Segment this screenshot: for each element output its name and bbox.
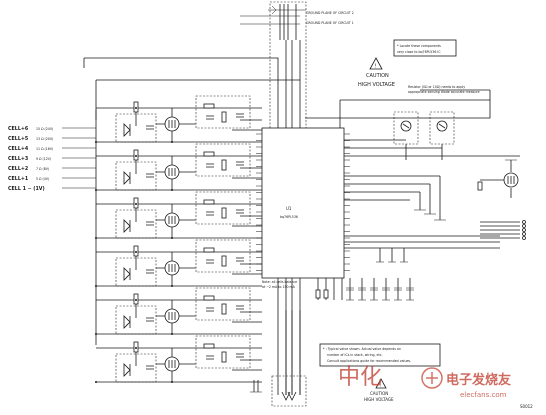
- connector-pin: [522, 224, 526, 228]
- main-ic: U1 bq76PL536: [256, 127, 350, 279]
- balance-stage: [95, 335, 262, 383]
- balance-note-line1: Note: all cells balance: [262, 280, 297, 284]
- caution-text: HIGH VOLTAGE: [364, 397, 394, 402]
- ground-plane-bottom: [250, 375, 307, 407]
- cell-value: 9 Ω (12V): [36, 157, 51, 161]
- caution-text: HIGH VOLTAGE: [358, 82, 395, 88]
- resistor-note-line1: Resistor (0Ω or 10Ω) needs to apply: [408, 85, 465, 89]
- cell-label: CELL 1 − (1V): [8, 186, 45, 192]
- cell-value: 5 Ω (4V): [36, 177, 49, 181]
- cell-label: CELL+3: [8, 156, 28, 162]
- caution-word: CAUTION: [366, 73, 389, 79]
- ground-plane-note-1: GROUND PLANE OF CIRCUIT 1: [306, 21, 354, 25]
- bottom-components: [285, 278, 414, 395]
- cell-input-6: CELL+6 15 Ω (24V): [8, 126, 96, 132]
- balance-note: Note: all cells balance at ~2 mA to 150 …: [262, 280, 297, 289]
- balance-stage: [95, 95, 262, 143]
- locate-note-line1: * Locate these components: [397, 44, 441, 48]
- typical-note-line3: Consult applications guide for recommend…: [327, 359, 411, 363]
- warning-icon: !: [375, 64, 377, 70]
- caution-word: CAUTION: [370, 391, 388, 396]
- resistor-note-line2: appropriate sensing diode accurate measu…: [408, 90, 480, 94]
- watermark-logo: 中化 电子发烧友 elecfans.com: [338, 365, 511, 399]
- cell-value: 11 Ω (16V): [36, 147, 53, 151]
- cell-input-3: CELL+3 9 Ω (12V): [8, 156, 96, 162]
- cell-input-4: CELL+4 11 Ω (16V): [8, 146, 96, 152]
- cell-inputs: CELL+6 15 Ω (24V) CELL+5 13 Ω (20V) CELL…: [8, 110, 97, 345]
- right-circuit: [344, 111, 526, 263]
- connector-pin: [522, 236, 526, 240]
- watermark-characters: 中化: [338, 365, 382, 390]
- ground-plane-note-2: GROUND PLANE OF CIRCUIT 2: [306, 11, 354, 15]
- figure-id: S0012: [520, 404, 533, 409]
- cell-input-5: CELL+5 13 Ω (20V): [8, 136, 96, 142]
- cell-label: CELL+4: [8, 146, 29, 152]
- caution-top: ! CAUTION HIGH VOLTAGE: [358, 57, 395, 88]
- cell-value: 7 Ω (8V): [36, 167, 49, 171]
- balance-stages: [95, 95, 262, 383]
- balance-stage: [95, 239, 262, 287]
- resistor-note: Resistor (0Ω or 10Ω) needs to apply appr…: [408, 85, 480, 94]
- balance-stage: [95, 143, 262, 191]
- cell-input-1: CELL+1 5 Ω (4V): [8, 176, 96, 182]
- ic-designator: U1: [286, 206, 292, 211]
- balance-stage: [95, 287, 262, 335]
- watermark-site: elecfans.com: [460, 391, 507, 399]
- locate-note-line2: very close to bq76PL536 IC: [397, 50, 441, 54]
- connector-pin: [522, 220, 526, 224]
- caution-bottom: ! CAUTION HIGH VOLTAGE: [364, 378, 394, 402]
- cell-input-negative: CELL 1 − (1V): [8, 186, 96, 192]
- typical-note-line2: number of ICs in stack, wiring, etc.: [327, 353, 383, 357]
- locate-note: * Locate these components very close to …: [393, 39, 457, 57]
- balance-stage: [95, 191, 262, 239]
- cell-value: 13 Ω (20V): [36, 137, 53, 141]
- cell-label: CELL+1: [8, 176, 28, 182]
- balance-note-line2: at ~2 mA to 150 mA: [262, 285, 296, 289]
- connector-pin: [522, 228, 526, 232]
- cell-label: CELL+6: [8, 126, 29, 132]
- typical-note-line1: * : Typical value shown. Actual value de…: [323, 347, 401, 351]
- watermark-brand: 电子发烧友: [446, 372, 511, 388]
- cell-label: CELL+5: [8, 136, 28, 142]
- ic-part-number: bq76PL536: [280, 215, 298, 219]
- ic-pins: [256, 133, 350, 271]
- cell-value: 15 Ω (24V): [36, 127, 53, 131]
- output-connectors: [480, 220, 526, 240]
- cell-input-2: CELL+2 7 Ω (8V): [8, 166, 96, 172]
- cell-label: CELL+2: [8, 166, 28, 172]
- typical-value-note: * : Typical value shown. Actual value de…: [319, 343, 441, 367]
- warning-icon: !: [380, 383, 382, 388]
- connector-pin: [522, 232, 526, 236]
